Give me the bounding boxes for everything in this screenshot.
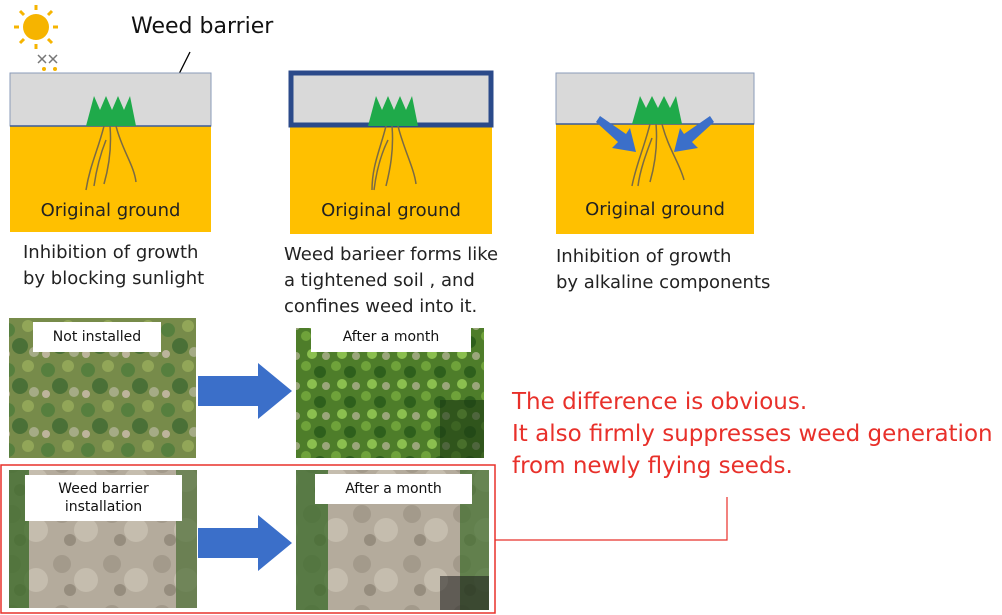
- weed-icon: [86, 96, 136, 126]
- photo-label-after-month: After a month: [315, 474, 472, 504]
- alkaline-arrow-right: [674, 116, 714, 152]
- weed-icon: [632, 96, 682, 124]
- photo-label-not-installed: Not installed: [33, 322, 161, 352]
- sunlight-drops-icon: [42, 67, 57, 71]
- highlight-frame: [0, 464, 496, 614]
- ground-label: Original ground: [585, 199, 725, 220]
- roots-icon: [631, 123, 685, 187]
- weed-icon: [368, 96, 418, 126]
- arrow-right-icon: [198, 363, 292, 419]
- caption-tightened-soil: Weed barieer forms like a tightened soil…: [284, 244, 499, 317]
- photo-label-after-month: After a month: [311, 322, 471, 352]
- ground-layer: [290, 126, 492, 234]
- ground-label: Original ground: [40, 200, 181, 221]
- alkaline-arrow-left: [596, 116, 636, 152]
- ground-label: Original ground: [321, 200, 461, 221]
- photo-label-barrier-installation: Weed barrier installation: [25, 475, 182, 521]
- roots-icon: [371, 125, 417, 191]
- ground-layer: [556, 124, 754, 234]
- caption-sunlight: Inhibition of growth by blocking sunligh…: [23, 242, 205, 289]
- callout-connector: [495, 497, 728, 541]
- arrow-right-icon: [198, 515, 292, 571]
- blocked-rays-icon: [37, 54, 58, 64]
- diagram-alkaline: [555, 72, 755, 234]
- callout-text: The difference is obvious. It also firml…: [512, 389, 993, 479]
- caption-alkaline: Inhibition of growth by alkaline compone…: [556, 246, 771, 293]
- sun-icon: [14, 5, 58, 49]
- diagram-tightened-soil: [288, 70, 494, 234]
- weed-barrier-label: Weed barrier: [131, 14, 274, 39]
- diagram-sunlight: [9, 72, 212, 232]
- roots-icon: [85, 125, 137, 191]
